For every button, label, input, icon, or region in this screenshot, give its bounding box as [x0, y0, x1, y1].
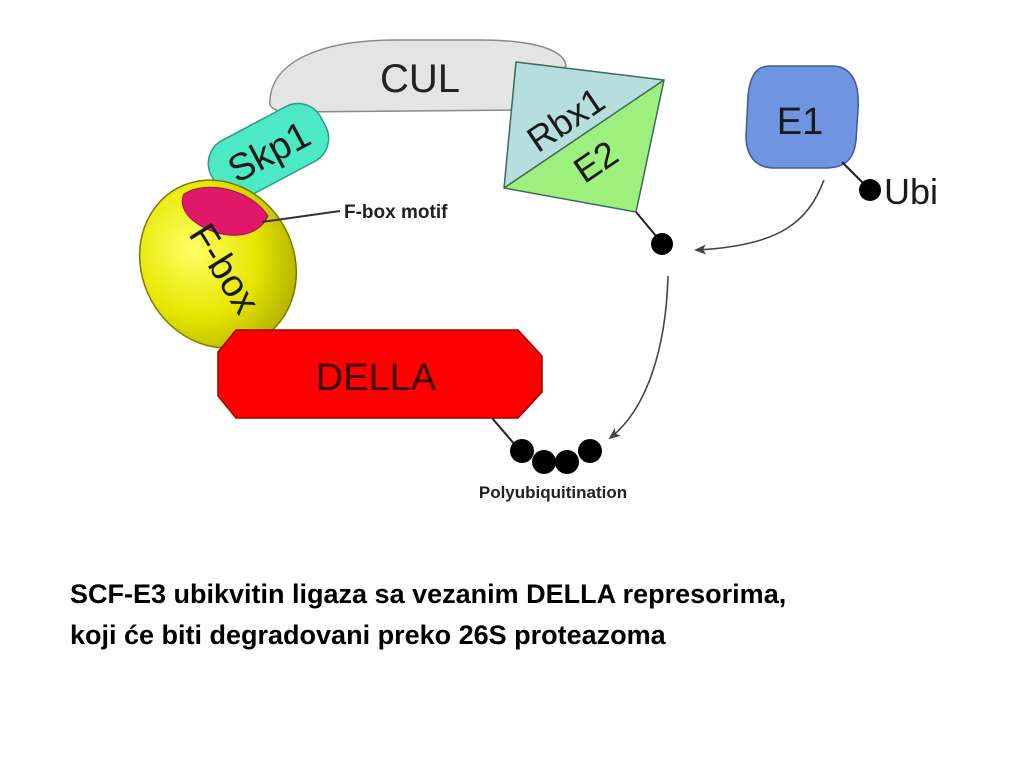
fbox-motif-shape [181, 186, 269, 236]
e2-ubiquitin [635, 211, 673, 255]
e1-ubi-link [841, 161, 865, 185]
caption: SCF-E3 ubikvitin ligaza sa vezanim DELLA… [70, 574, 1010, 656]
e1-label: E1 [777, 101, 823, 143]
polyubi-dot [555, 450, 579, 474]
e1-component: E1 [745, 65, 859, 169]
e2-ubi-dot [651, 233, 673, 255]
scf-e3-diagram: CUL Skp1 F-box F-box motif DELLA Rbx1 E2… [138, 39, 938, 502]
ubi-dot [859, 179, 881, 201]
polyubiquitination-arrow [608, 275, 669, 440]
polyubiquitination-label: Polyubiquitination [479, 483, 627, 502]
polyubiquitin-chain: Polyubiquitination [479, 417, 627, 502]
e2-ubi-link [635, 211, 657, 237]
della-label: DELLA [316, 357, 437, 399]
e2-shape [504, 80, 664, 212]
cul-component: CUL [268, 39, 567, 113]
transfer-arrow [694, 179, 825, 255]
della-chain-link [491, 417, 517, 447]
ubi-label: Ubi [884, 171, 938, 212]
fbox-motif-callout: F-box motif [261, 202, 448, 223]
polyubi-dot [532, 450, 556, 474]
fbox-motif-label: F-box motif [344, 202, 448, 223]
della-shape [217, 329, 543, 419]
fbox-motif-pointer [261, 210, 341, 223]
caption-line-1: SCF-E3 ubikvitin ligaza sa vezanim DELLA… [70, 579, 787, 609]
caption-line-2: koji će biti degradovani preko 26S prote… [70, 620, 666, 650]
ubi-component: Ubi [841, 161, 938, 212]
rbx1-shape [504, 62, 664, 188]
polyubi-dot [510, 439, 534, 463]
rbx1-e2-divider [503, 79, 665, 189]
polyubi-dot [578, 439, 602, 463]
e1-shape [745, 65, 859, 169]
cul-label: CUL [380, 57, 460, 101]
della-component: DELLA [217, 329, 543, 419]
rbx1-e2-component: Rbx1 E2 [503, 61, 665, 213]
